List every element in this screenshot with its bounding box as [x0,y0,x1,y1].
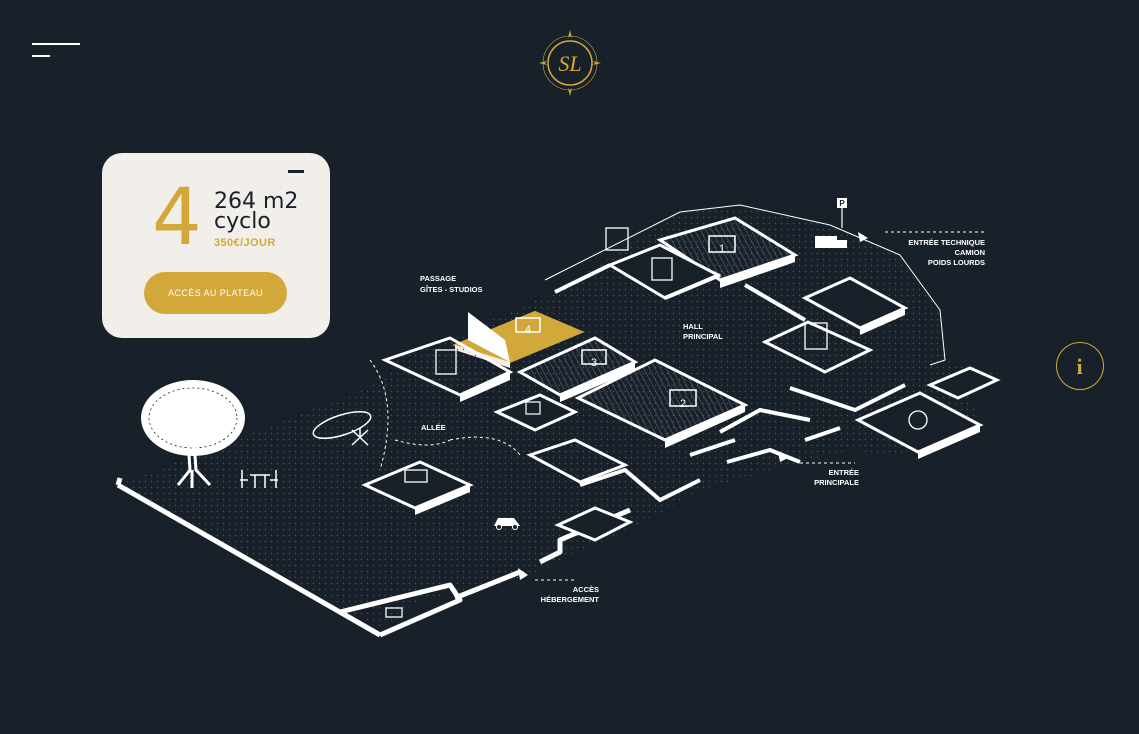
studio-3-number: 3 [591,357,597,369]
studio-price: 350€/JOUR [214,237,276,249]
door-markers [518,232,868,580]
room-bedroom[interactable] [361,460,474,515]
parking-sign: P [837,198,847,228]
bed-icon [385,607,403,618]
hamburger-icon [32,43,80,45]
access-plateau-button[interactable]: ACCÈS AU PLATEAU [144,272,287,314]
label-tech-line1: ENTRÉE TECHNIQUE [908,238,985,247]
info-button[interactable]: i [1056,342,1104,390]
studio-2-block[interactable]: 2 [574,358,749,448]
studio-1-number: 1 [719,243,725,255]
label-main-line1: ENTRÉE [829,468,859,477]
studio-card: STUDIO 4 264 m2 cyclo 350€/JOUR ACCÈS AU… [102,153,330,381]
studio-3-block[interactable]: 3 [516,336,639,402]
room-restaurant[interactable] [854,391,984,459]
room-mask-1[interactable] [526,438,629,484]
room-makeup[interactable] [801,276,909,335]
logo[interactable]: SL [537,28,603,98]
studio-type: cyclo [214,209,271,234]
truck-icon [815,236,847,248]
dashed-paths [369,231,985,581]
label-passage-line2: GÎTES - STUDIOS [420,285,483,294]
room-gite-right[interactable] [761,320,874,374]
label-passage-line1: PASSAGE [420,274,456,283]
studio-2-number: 2 [680,398,686,410]
collapse-card-button[interactable] [288,170,304,173]
menu-button[interactable] [32,40,82,62]
room-mask-2[interactable] [554,506,634,542]
interior-walls [554,263,906,503]
parking-sign-letter: P [839,199,845,208]
studio-4-number: 4 [525,324,531,336]
label-tech-line2: CAMION [955,248,985,257]
room-small-right[interactable] [926,366,1001,400]
room-basket[interactable] [493,393,579,432]
studio-number: 4 [152,173,202,263]
label-hall-line1: HALL [683,322,703,331]
picnic-table-icon [240,470,278,488]
road-line [544,204,946,366]
campfire-icon [312,410,372,446]
label-allee: ALLÉE [421,423,446,432]
gite-block-left[interactable] [380,336,514,402]
hamburger-icon-line [32,55,50,57]
car-icon [494,518,520,530]
tree-icon [141,380,245,488]
studio-area: 264 m2 [214,189,299,214]
label-hall-line2: PRINCIPAL [683,332,723,341]
studio-label: STUDIO [130,337,141,381]
info-icon-glyph: i [1076,354,1082,379]
logo-text: SL [558,51,581,76]
label-acces-line2: HÉBERGEMENT [541,595,600,604]
label-acces-line1: ACCÈS [573,585,599,594]
label-main-line2: PRINCIPALE [814,478,859,487]
label-tech-line3: POIDS LOURDS [928,258,985,267]
info-icon: i [1076,354,1082,379]
